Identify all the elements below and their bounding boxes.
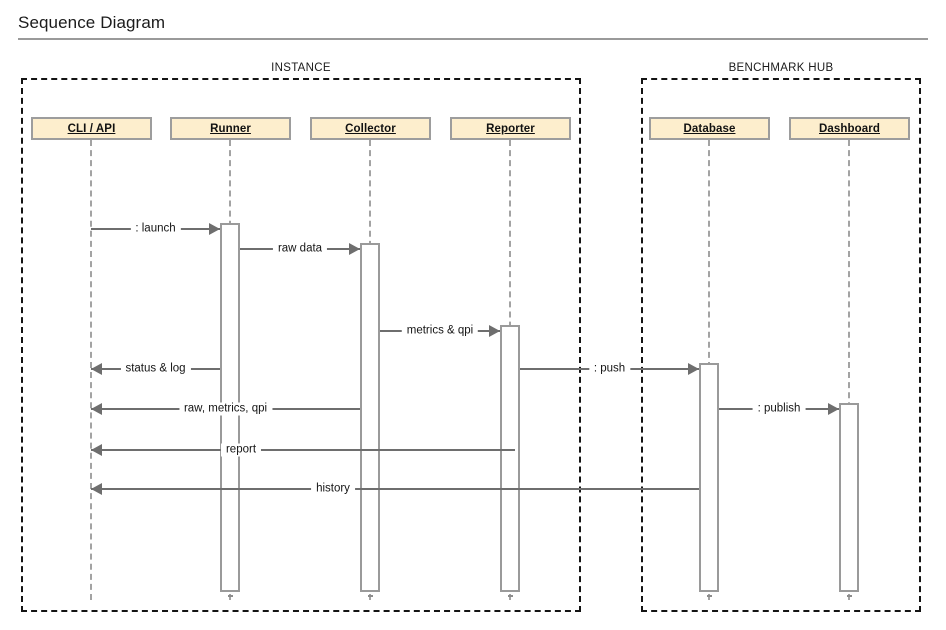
message-arrowhead-launch [209,223,220,235]
activation-foot-reporter [508,595,513,597]
message-arrowhead-report [91,444,102,456]
activation-foot-dashboard [847,595,852,597]
message-arrowhead-status-log [91,363,102,375]
message-label-raw-metrics-qpi: raw, metrics, qpi [178,402,273,416]
message-label-metrics-qpi: metrics & qpi [401,324,479,338]
lifeline-label: Reporter [486,122,535,135]
lifeline-box-dashboard[interactable]: Dashboard [789,117,910,140]
title-divider [18,38,928,40]
activation-bar-database[interactable] [699,363,719,592]
message-label-report: report [220,443,262,457]
lifeline-label: Collector [345,122,396,135]
message-label-launch: : launch [130,222,181,236]
page-title: Sequence Diagram [18,13,166,32]
frame-label-instance: INSTANCE [271,62,331,74]
message-arrowhead-raw-data [349,243,360,255]
lifeline-label: Database [683,122,736,135]
lifeline-box-collector[interactable]: Collector [310,117,431,140]
lifeline-box-database[interactable]: Database [649,117,770,140]
message-arrowhead-metrics-qpi [489,325,500,337]
message-label-history: history [311,482,355,496]
message-label-push: : push [588,362,631,376]
lifeline-dashboard [848,140,850,600]
activation-foot-collector [368,595,373,597]
activation-foot-runner [228,595,233,597]
lifeline-box-runner[interactable]: Runner [170,117,291,140]
activation-bar-collector[interactable] [360,243,380,592]
lifeline-label: CLI / API [67,122,116,135]
frame-instance [21,78,581,612]
lifeline-label: Dashboard [819,122,880,135]
message-arrowhead-raw-metrics-qpi [91,403,102,415]
lifeline-box-reporter[interactable]: Reporter [450,117,571,140]
message-label-publish: : publish [752,402,806,416]
activation-foot-database [707,595,712,597]
message-arrowhead-history [91,483,102,495]
lifeline-box-cli-api[interactable]: CLI / API [31,117,152,140]
activation-bar-dashboard[interactable] [839,403,859,592]
message-label-status-log: status & log [120,362,191,376]
activation-bar-reporter[interactable] [500,325,520,592]
message-arrowhead-push [688,363,699,375]
frame-benchmark-hub [641,78,921,612]
message-arrowhead-publish [828,403,839,415]
message-line-history [91,488,699,490]
message-label-raw-data: raw data [272,242,328,256]
message-line-report [91,449,515,451]
lifeline-label: Runner [210,122,251,135]
frame-label-benchmark-hub: BENCHMARK HUB [728,62,834,74]
